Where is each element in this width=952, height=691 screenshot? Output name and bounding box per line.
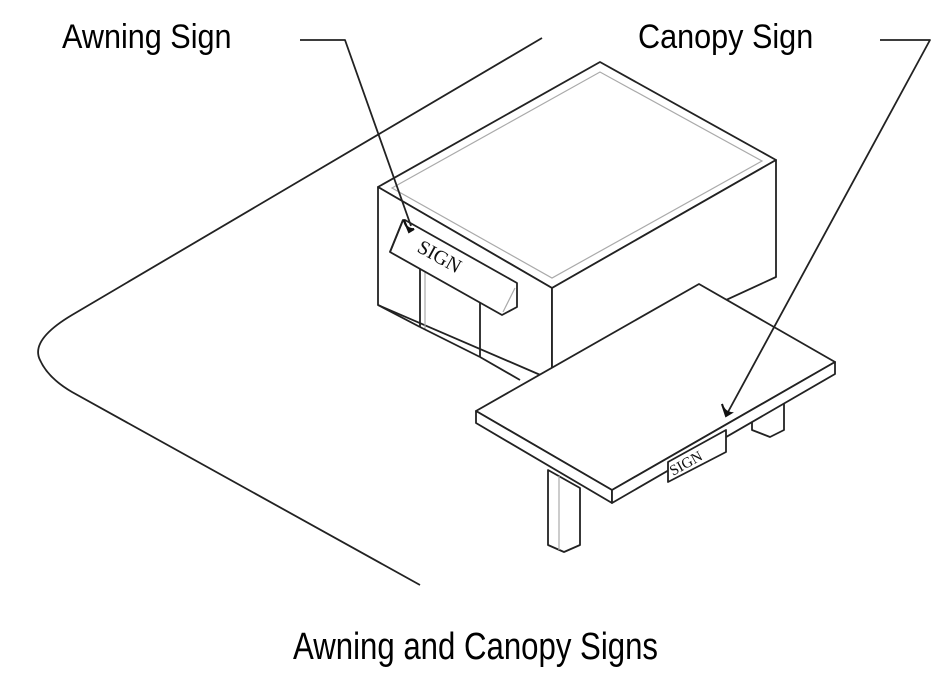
caption-text: Awning and Canopy Signs — [293, 626, 659, 668]
canopy-leader-arrow — [721, 39, 931, 418]
canopy: SIGN — [475, 283, 836, 553]
canopy-sign — [667, 429, 727, 483]
awning-leader-arrow — [300, 39, 415, 234]
canopy-front-leg — [547, 469, 581, 553]
building-side-wall — [551, 159, 777, 381]
figure-caption: Awning and Canopy Signs — [0, 626, 952, 669]
awning-sign-label: Awning Sign — [62, 18, 232, 56]
canopy-sign-label: Canopy Sign — [638, 18, 814, 56]
road-edge — [37, 37, 543, 586]
roof-parapet-inner — [390, 71, 764, 279]
